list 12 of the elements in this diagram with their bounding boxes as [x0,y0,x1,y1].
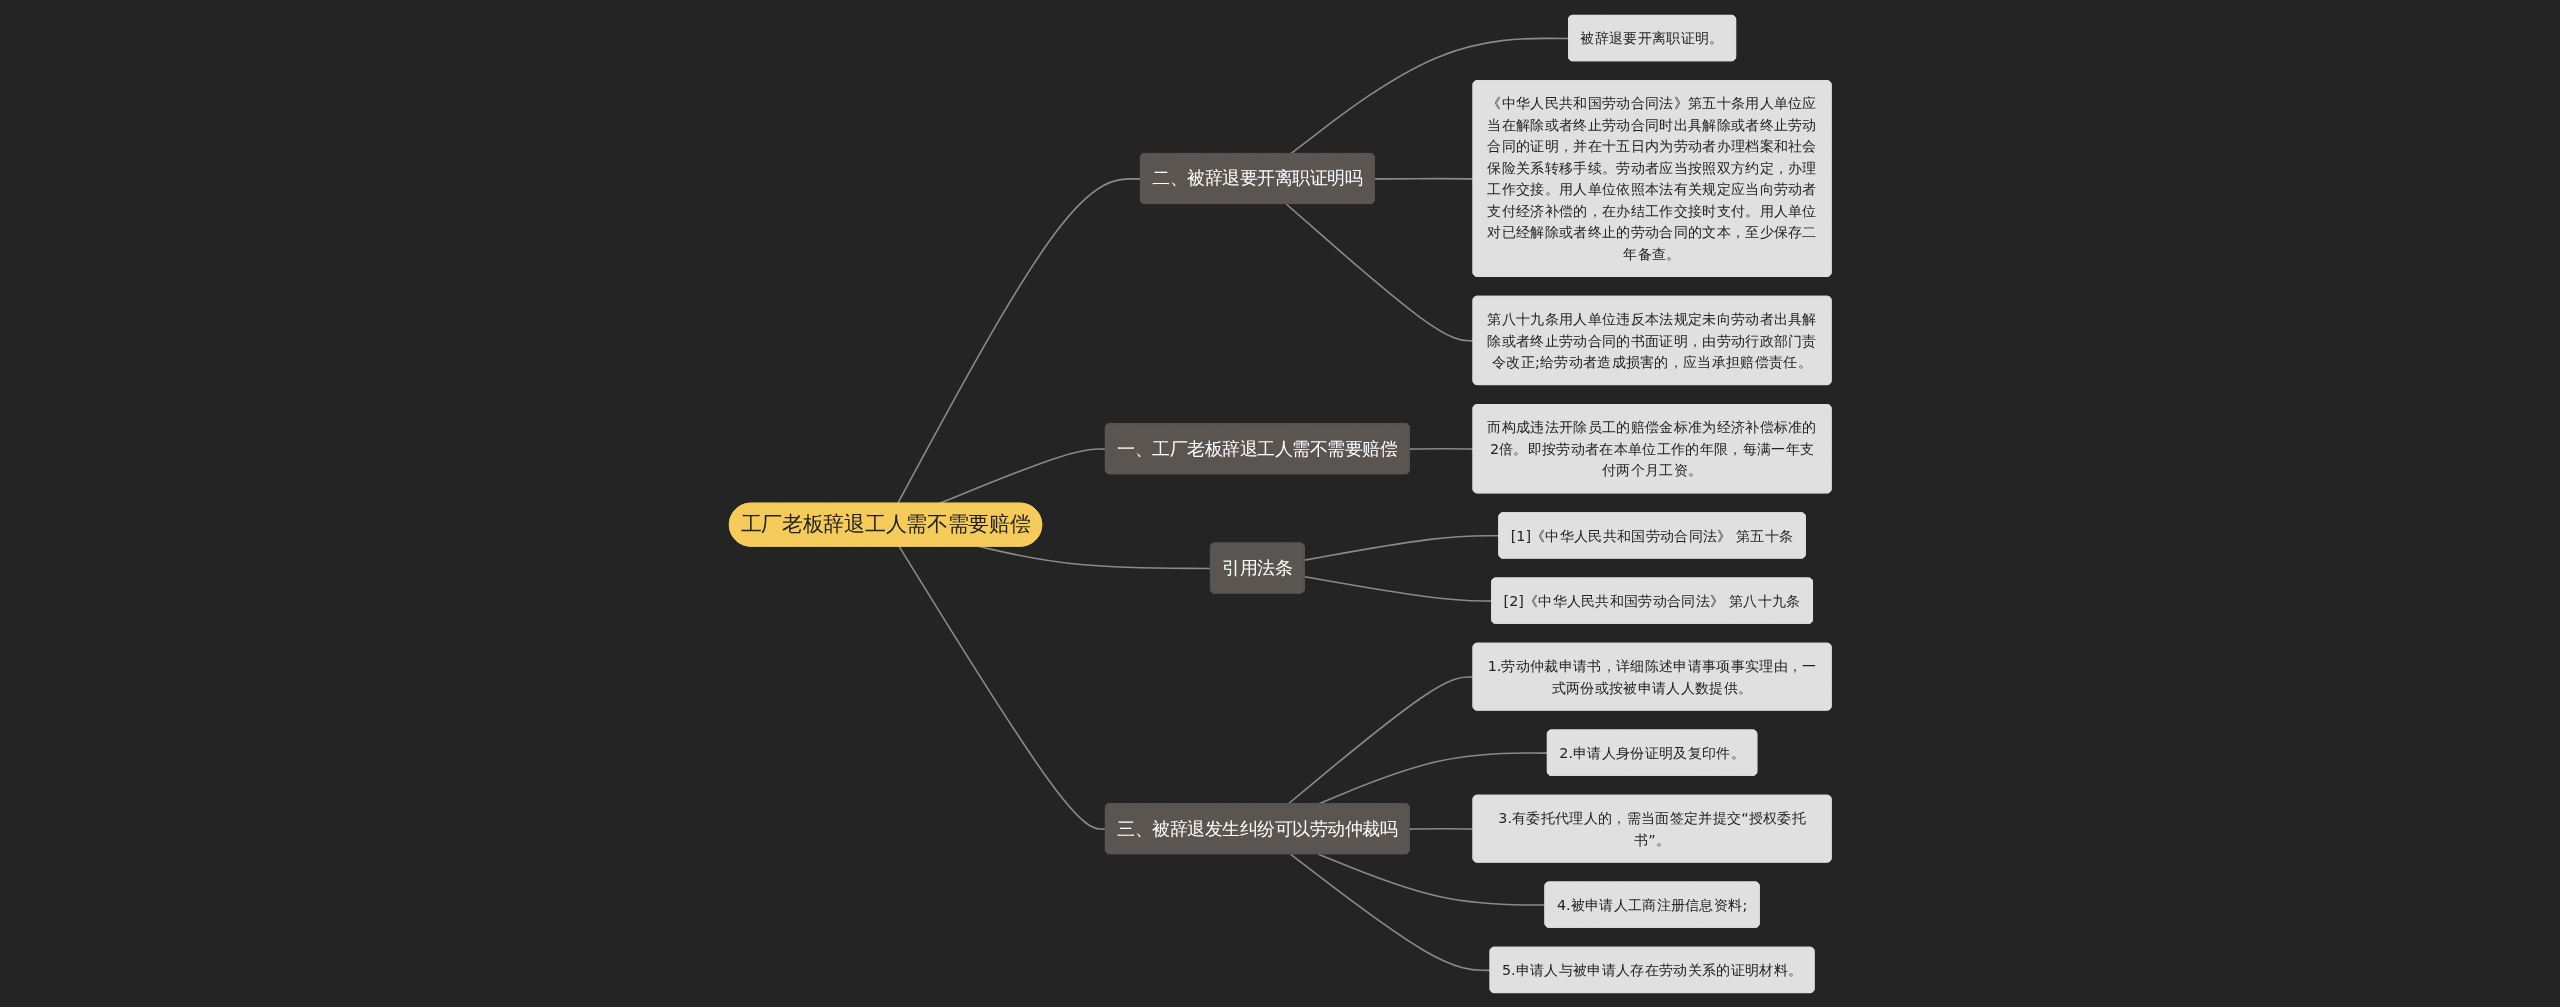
connector [896,177,1142,504]
connector [1408,447,1474,450]
connector [1289,852,1491,971]
connector [1285,202,1474,342]
connector [1303,575,1493,602]
connector [1317,852,1546,906]
connector [978,545,1212,569]
connector [1303,534,1500,561]
connector [1373,177,1474,180]
connector [1408,827,1474,830]
connector [898,545,1107,830]
connector [1287,675,1474,805]
